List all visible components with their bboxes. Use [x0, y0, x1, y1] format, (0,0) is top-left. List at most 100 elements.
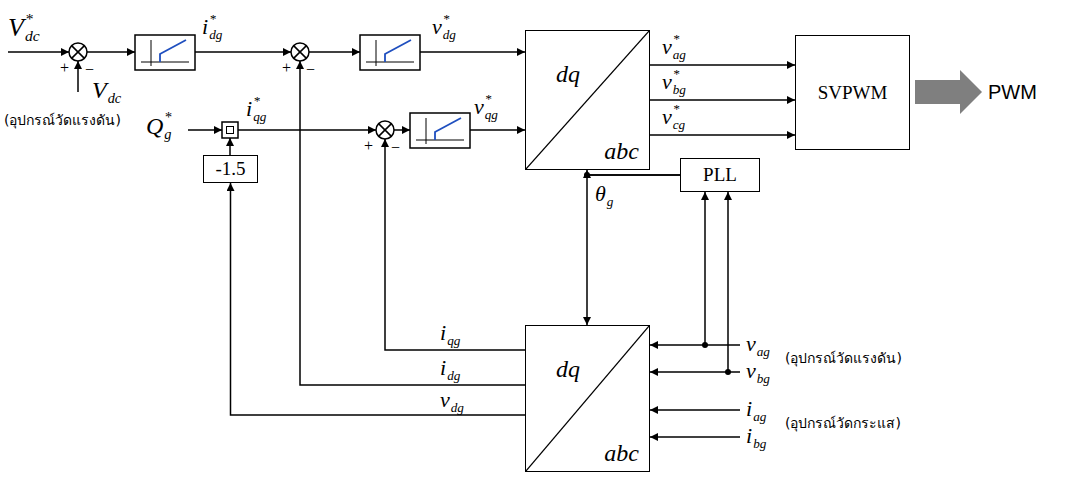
- signal-wire: [195, 51, 291, 53]
- block-text: PLL: [703, 164, 737, 186]
- summing-junction: [291, 43, 309, 61]
- sign-mark: +: [60, 58, 69, 77]
- signal-wire: [394, 129, 410, 131]
- symbol-index: bg: [753, 436, 766, 452]
- symbol-subscript: cg: [673, 117, 685, 132]
- divider-block: [222, 122, 238, 138]
- sensor-note: (อุปกรณ์วัดแรงดัน): [785, 350, 902, 367]
- symbol-base: v: [440, 387, 450, 412]
- symbol-subscript: qg: [485, 107, 498, 122]
- symbol-base: v: [662, 104, 672, 129]
- symbol-index: bg: [757, 371, 770, 387]
- signal-name: Vdc: [92, 76, 121, 107]
- signal-name: vqg*: [474, 94, 498, 122]
- symbol-index: dc: [108, 90, 122, 107]
- symbol-base: i: [202, 14, 208, 39]
- symbol-subscript: dg: [451, 400, 464, 415]
- block-text: SVPWM: [818, 82, 888, 104]
- summing-junction: [69, 43, 87, 61]
- signal-wire: [188, 129, 222, 131]
- signal-name: vbg: [746, 358, 770, 386]
- output-arrow: [915, 70, 982, 114]
- symbol-index: dc*: [25, 27, 40, 46]
- signal-name: vdg: [440, 387, 464, 415]
- symbol-base: v: [474, 94, 484, 119]
- symbol-subscript: bg: [753, 436, 766, 451]
- symbol-superscript: *: [253, 93, 260, 109]
- sign-mark: −: [391, 138, 400, 157]
- symbol-superscript: *: [25, 10, 33, 29]
- signal-name: Vdc*: [8, 12, 40, 46]
- symbol-base: V: [92, 77, 107, 103]
- block-text: abc: [604, 138, 639, 165]
- symbol-index: g: [607, 194, 614, 210]
- signal-wire: [229, 138, 231, 155]
- symbol-subscript: dg: [443, 27, 456, 42]
- symbol-index: ag: [753, 409, 766, 425]
- summing-junction: [376, 121, 394, 139]
- symbol-base: v: [662, 34, 672, 59]
- symbol-index: bg*: [673, 82, 686, 98]
- symbol-index: ag: [757, 344, 770, 360]
- signal-name: PWM: [988, 80, 1037, 104]
- signal-wire: [704, 192, 706, 345]
- symbol-base: i: [246, 96, 252, 121]
- symbol-base: V: [8, 13, 24, 42]
- symbol-base: Q: [146, 113, 163, 139]
- block-text: dq: [556, 61, 580, 88]
- sign-mark: +: [364, 136, 373, 155]
- symbol-base: i: [746, 396, 752, 421]
- symbol-base: v: [746, 331, 756, 356]
- block-text: -1.5: [215, 158, 245, 180]
- signal-connector: [650, 64, 795, 66]
- signal-wire: [8, 51, 69, 53]
- sensor-note: (อุปกรณ์วัดกระแส): [785, 415, 901, 432]
- signal-wire: [309, 51, 360, 53]
- symbol-superscript: *: [164, 109, 171, 126]
- signal-connector: [650, 99, 795, 101]
- symbol-subscript: g: [164, 126, 171, 142]
- symbol-superscript: *: [673, 31, 680, 47]
- signal-wire: [420, 51, 525, 53]
- symbol-subscript: ag: [673, 47, 686, 62]
- signal-name: vbg*: [662, 69, 686, 97]
- symbol-index: cg*: [673, 117, 685, 133]
- signal-wire: [77, 61, 79, 92]
- symbol-subscript: bg: [757, 371, 770, 386]
- symbol-index: qg*: [253, 109, 266, 125]
- block-text: dq: [556, 356, 580, 383]
- signal-name: iqg: [440, 320, 460, 348]
- signal-connector: [587, 175, 680, 325]
- signal-name: idg: [440, 355, 460, 383]
- signal-name: vag*: [662, 34, 686, 62]
- symbol-base: v: [432, 14, 442, 39]
- signal-connector: [650, 134, 795, 136]
- symbol-subscript: ag: [757, 344, 770, 359]
- modulator-box: SVPWM: [795, 35, 910, 150]
- symbol-base: v: [746, 358, 756, 383]
- symbol-index: qg*: [485, 107, 498, 123]
- symbol-index: qg: [447, 333, 460, 349]
- pll-box: PLL: [680, 158, 760, 192]
- signal-name: iqg*: [246, 96, 266, 124]
- signal-wire: [727, 192, 729, 372]
- sign-mark: +: [282, 58, 291, 77]
- symbol-base: i: [440, 355, 446, 380]
- symbol-base: θ: [595, 181, 606, 206]
- signal-name: iag: [746, 396, 766, 424]
- symbol-subscript: g: [607, 194, 614, 209]
- symbol-superscript: *: [443, 11, 450, 27]
- pi-controller: [135, 35, 195, 70]
- symbol-index: ag*: [673, 47, 686, 63]
- pi-controller: [360, 35, 420, 70]
- signal-name: idg*: [202, 14, 222, 42]
- signal-wire: [650, 436, 740, 438]
- signal-wire: [87, 51, 135, 53]
- gain-box: -1.5: [203, 155, 258, 183]
- symbol-subscript: bg: [673, 82, 686, 97]
- signal-wire: [470, 129, 525, 131]
- symbol-base: v: [662, 69, 672, 94]
- symbol-subscript: ag: [753, 409, 766, 424]
- signal-wire: [238, 129, 376, 131]
